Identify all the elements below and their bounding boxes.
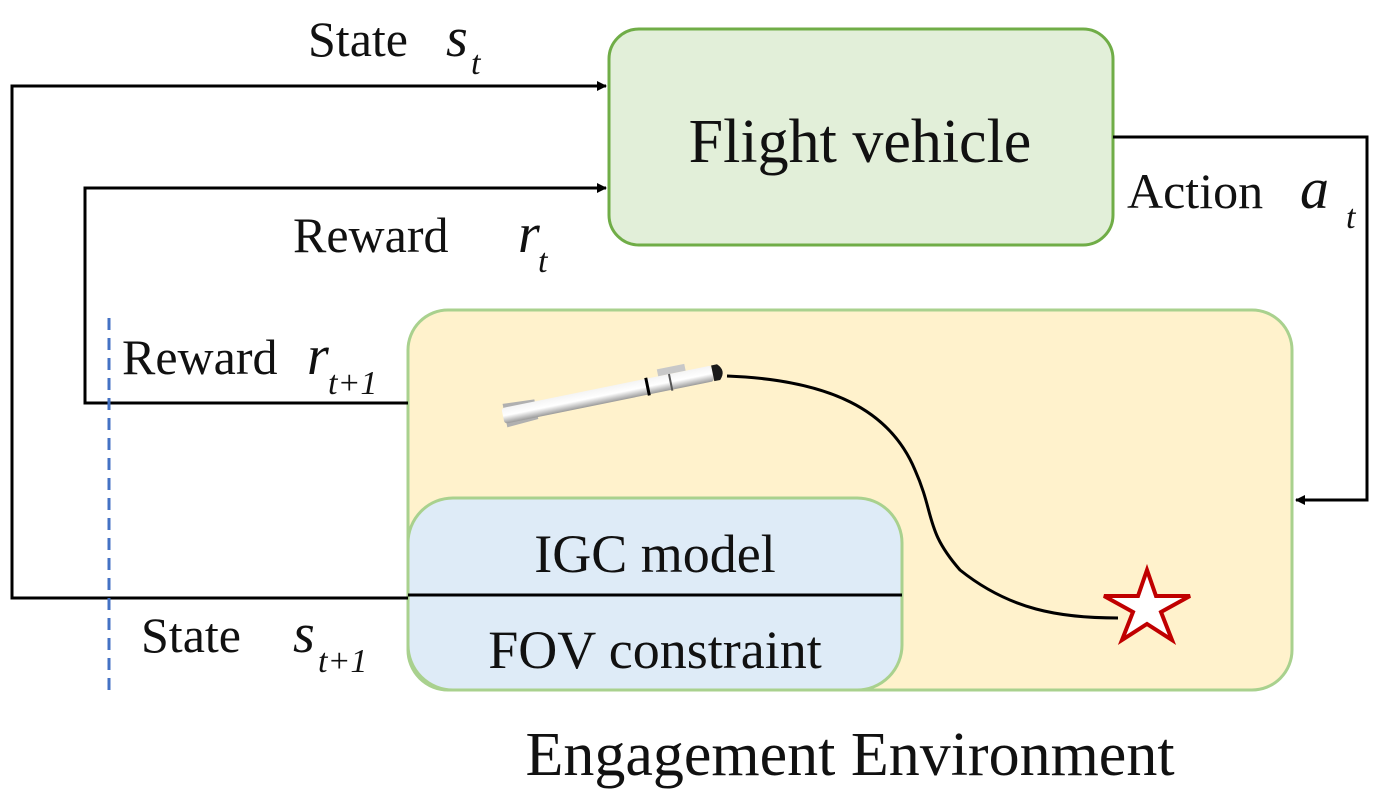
state-next-word: State	[141, 607, 241, 663]
engagement-environment-caption: Engagement Environment	[525, 721, 1174, 789]
state-next-symbol: s	[293, 603, 315, 665]
reward-next-label: Reward r t+1	[122, 325, 377, 402]
reward-current-label: Reward r t	[293, 203, 549, 280]
reward-feedback-arrow	[83, 183, 607, 405]
state-current-label: State s t	[308, 7, 482, 82]
flight-vehicle-label: Flight vehicle	[689, 108, 1032, 176]
state-next-subscript: t+1	[318, 643, 367, 680]
reward-current-symbol: r	[518, 203, 540, 265]
action-word: Action	[1127, 163, 1263, 219]
trajectory-curve	[726, 374, 1119, 620]
missile-icon	[501, 363, 723, 428]
action-subscript: t	[1346, 199, 1357, 236]
action-label: Action a t	[1127, 156, 1357, 236]
fov-constraint-label: FOV constraint	[488, 620, 822, 680]
state-next-label: State s t+1	[141, 603, 367, 680]
reward-current-subscript: t	[538, 243, 549, 280]
state-current-subscript: t	[471, 45, 482, 82]
state-current-symbol: s	[446, 7, 468, 69]
igc-model-label: IGC model	[534, 524, 775, 584]
reward-current-word: Reward	[293, 207, 449, 263]
state-feedback-arrow	[10, 81, 607, 600]
action-arrow	[1113, 135, 1369, 505]
reward-next-subscript: t+1	[328, 365, 377, 402]
star-icon	[1103, 563, 1191, 646]
reward-next-word: Reward	[122, 329, 278, 385]
reward-next-symbol: r	[307, 325, 329, 387]
state-current-word: State	[308, 11, 408, 67]
action-symbol: a	[1300, 156, 1329, 221]
